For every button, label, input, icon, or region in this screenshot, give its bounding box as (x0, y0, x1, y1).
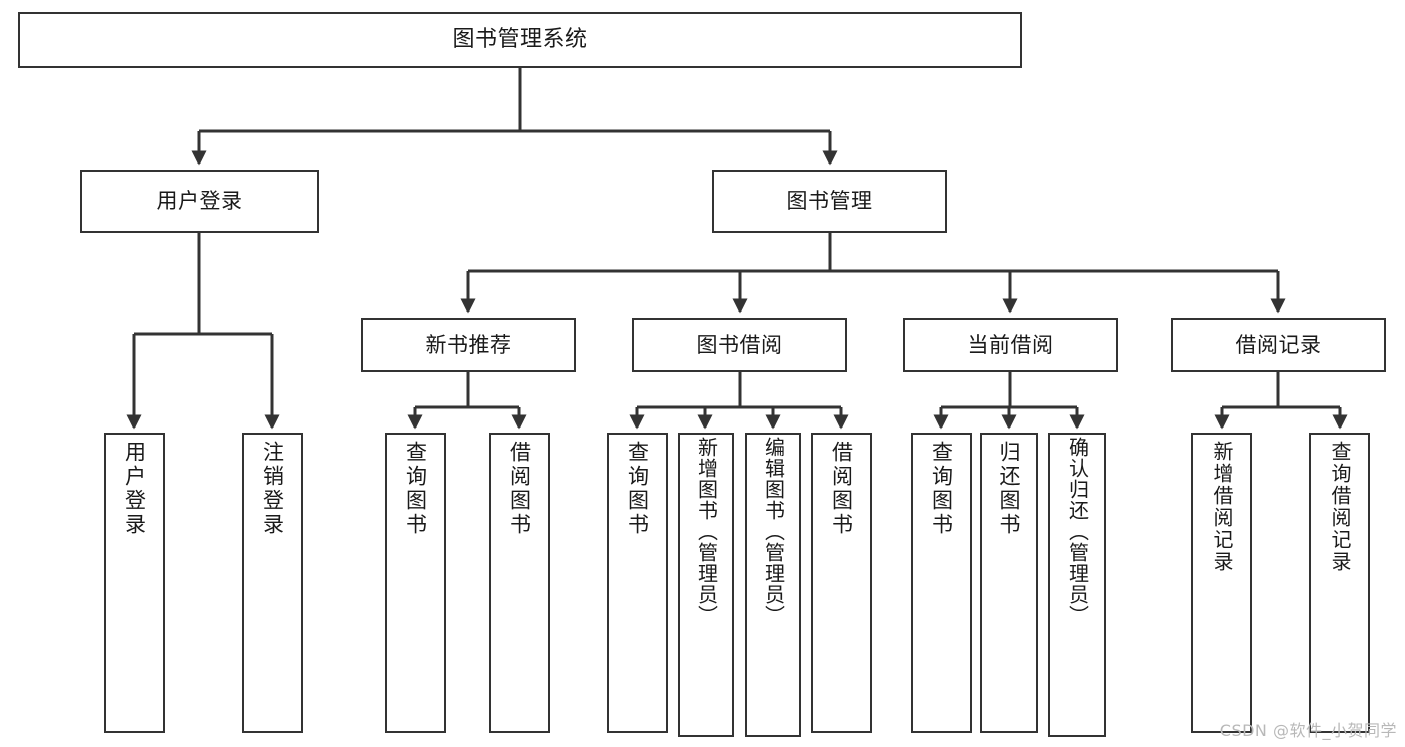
leaf-current-confirm-return-label: 确认归还（管理员） (1065, 437, 1090, 626)
node-borrow-record-label: 借阅记录 (1235, 332, 1322, 357)
leaf-recommend-query-book-label: 查询图书 (403, 441, 428, 537)
leaf-record-query-record-label: 查询借阅记录 (1328, 441, 1352, 573)
leaf-user-logout-label: 注销登录 (260, 441, 285, 537)
leaf-user-login-label: 用户登录 (122, 441, 147, 537)
leaf-user-login[interactable]: 用户登录 (104, 433, 165, 733)
node-current-borrow[interactable]: 当前借阅 (903, 318, 1118, 372)
leaf-current-query-book[interactable]: 查询图书 (911, 433, 972, 733)
leaf-current-return-book[interactable]: 归还图书 (980, 433, 1038, 733)
node-borrow-record[interactable]: 借阅记录 (1171, 318, 1386, 372)
leaf-record-add-record-label: 新增借阅记录 (1210, 441, 1234, 573)
node-new-book-recommend-label: 新书推荐 (425, 332, 512, 357)
node-current-borrow-label: 当前借阅 (967, 332, 1054, 357)
leaf-borrow-borrow-book[interactable]: 借阅图书 (811, 433, 872, 733)
node-user-login[interactable]: 用户登录 (80, 170, 319, 233)
leaf-borrow-add-book-label: 新增图书（管理员） (694, 437, 719, 626)
leaf-borrow-query-book[interactable]: 查询图书 (607, 433, 668, 733)
leaf-current-return-book-label: 归还图书 (997, 441, 1022, 537)
leaf-record-add-record[interactable]: 新增借阅记录 (1191, 433, 1252, 733)
leaf-borrow-borrow-book-label: 借阅图书 (829, 441, 854, 537)
node-book-manage-label: 图书管理 (786, 189, 873, 214)
leaf-recommend-query-book[interactable]: 查询图书 (385, 433, 446, 733)
node-new-book-recommend[interactable]: 新书推荐 (361, 318, 576, 372)
leaf-current-confirm-return[interactable]: 确认归还（管理员） (1048, 433, 1106, 737)
node-root-system-label: 图书管理系统 (452, 27, 588, 53)
node-book-borrow-label: 图书借阅 (696, 332, 783, 357)
leaf-record-query-record[interactable]: 查询借阅记录 (1309, 433, 1370, 733)
leaf-recommend-borrow-book-label: 借阅图书 (507, 441, 532, 537)
leaf-borrow-query-book-label: 查询图书 (625, 441, 650, 537)
leaf-current-query-book-label: 查询图书 (929, 441, 954, 537)
leaf-user-logout[interactable]: 注销登录 (242, 433, 303, 733)
csdn-watermark: CSDN @软件_小贺同学 (1219, 721, 1397, 740)
leaf-borrow-edit-book[interactable]: 编辑图书（管理员） (745, 433, 801, 737)
leaf-borrow-edit-book-label: 编辑图书（管理员） (761, 437, 786, 626)
node-book-borrow[interactable]: 图书借阅 (632, 318, 847, 372)
node-book-manage[interactable]: 图书管理 (712, 170, 947, 233)
node-user-login-label: 用户登录 (156, 189, 243, 214)
leaf-borrow-add-book[interactable]: 新增图书（管理员） (678, 433, 734, 737)
node-root-system[interactable]: 图书管理系统 (18, 12, 1022, 68)
leaf-recommend-borrow-book[interactable]: 借阅图书 (489, 433, 550, 733)
